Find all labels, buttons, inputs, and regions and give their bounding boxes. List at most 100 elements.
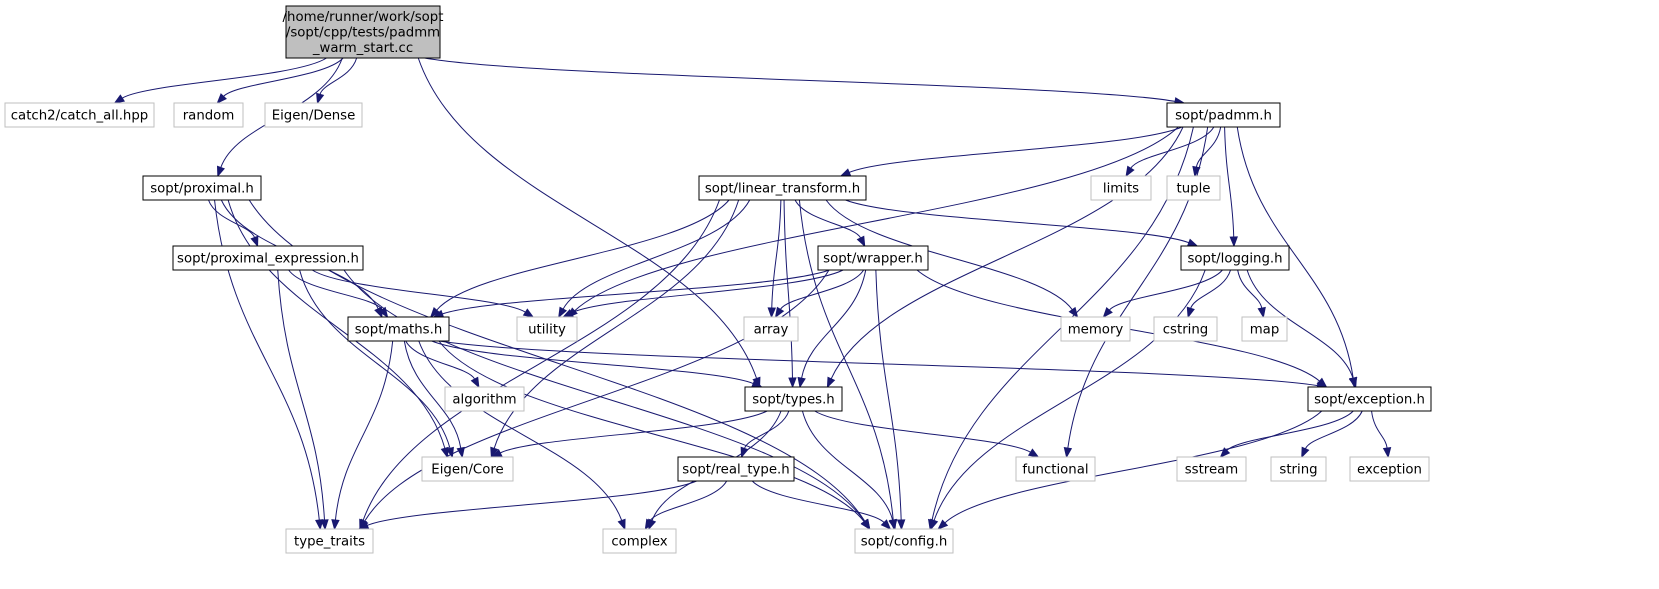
edge-exception-to-string <box>1301 410 1363 459</box>
arrowhead-icon <box>331 519 340 531</box>
node-label: sopt/types.h <box>752 393 834 408</box>
node-box <box>1349 456 1430 482</box>
edge-wrapper-to-utility <box>562 269 844 318</box>
node-box <box>602 528 677 554</box>
node-label: Eigen/Dense <box>272 109 356 124</box>
node-maths[interactable]: sopt/maths.h <box>347 316 450 342</box>
node-label: sopt/padmm.h <box>1175 109 1272 124</box>
edge-root-to-random <box>216 57 344 105</box>
node-label: cstring <box>1163 323 1208 338</box>
node-proximal-expression[interactable]: sopt/proximal_expression.h <box>172 245 364 271</box>
node-label: sopt/linear_transform.h <box>705 182 860 197</box>
edge-proximal-to-proximal_expression <box>208 199 259 248</box>
node-box <box>347 316 450 342</box>
edge-linear_transform-to-type_traits <box>359 199 720 531</box>
edge-linear_transform-to-logging <box>845 199 1199 247</box>
arrowhead-icon <box>1186 306 1195 319</box>
edge-line <box>830 126 1184 380</box>
node-label: /sopt/cpp/tests/padmm <box>286 26 440 41</box>
edge-exception-to-config <box>937 410 1323 530</box>
node-label: sopt/proximal_expression.h <box>177 252 359 267</box>
edge-line <box>649 480 728 522</box>
arrowhead-icon <box>470 376 480 389</box>
edge-line <box>364 269 830 522</box>
arrowhead-icon <box>1257 306 1266 319</box>
node-label: Eigen/Core <box>431 463 503 478</box>
node-sstream: sstream <box>1176 456 1247 482</box>
edge-line <box>311 269 526 313</box>
edge-line <box>334 340 394 521</box>
arrowhead-icon <box>839 168 852 177</box>
edge-line <box>431 340 754 384</box>
node-logging[interactable]: sopt/logging.h <box>1180 245 1290 271</box>
edge-line <box>1226 410 1354 451</box>
edge-line <box>227 199 446 449</box>
arrowhead-icon <box>113 94 125 104</box>
arrowhead-icon <box>896 519 906 531</box>
node-map: map <box>1241 316 1288 342</box>
node-box <box>1060 316 1131 342</box>
edge-line <box>418 340 623 521</box>
node-label: limits <box>1103 182 1139 197</box>
edge-line <box>798 199 894 521</box>
node-utility: utility <box>516 316 578 342</box>
arrowhead-icon <box>429 307 441 319</box>
edge-line <box>574 126 1179 312</box>
node-box <box>744 386 843 412</box>
arrowhead-icon <box>1063 446 1073 459</box>
node-box <box>1270 456 1327 482</box>
node-types[interactable]: sopt/types.h <box>744 386 843 412</box>
node-linear-transform[interactable]: sopt/linear_transform.h <box>698 175 867 201</box>
node-box <box>421 456 514 482</box>
node-box <box>1166 175 1221 201</box>
arrowhead-icon <box>315 519 324 531</box>
edge-maths-to-exception <box>438 340 1328 390</box>
edge-logging-to-cstring <box>1186 269 1232 319</box>
node-label: utility <box>528 323 566 338</box>
node-box <box>172 245 364 271</box>
edge-line <box>1246 269 1354 379</box>
node-label: complex <box>611 535 667 550</box>
edge-line <box>417 57 758 379</box>
node-proximal[interactable]: sopt/proximal.h <box>142 175 262 201</box>
node-eigen-dense: Eigen/Dense <box>264 102 363 128</box>
edge-padmm-to-logging <box>1224 126 1238 248</box>
arrowhead-icon <box>250 235 259 248</box>
edge-line <box>1236 126 1354 379</box>
edge-line <box>571 269 844 314</box>
arrowhead-icon <box>490 446 499 459</box>
node-exception[interactable]: sopt/exception.h <box>1307 386 1432 412</box>
edge-line <box>208 199 256 238</box>
edge-proximal_expression-to-utility <box>311 269 535 318</box>
node-label: tuple <box>1177 182 1211 197</box>
arrowhead-icon <box>930 518 939 531</box>
node-real-type[interactable]: sopt/real_type.h <box>677 456 795 482</box>
arrowhead-icon <box>937 519 949 530</box>
node-box <box>854 528 954 554</box>
arrowhead-icon <box>456 446 465 459</box>
edge-linear_transform-to-array <box>767 199 782 319</box>
node-box <box>743 316 799 342</box>
node-wrapper[interactable]: sopt/wrapper.h <box>817 245 929 271</box>
edge-logging-to-exception <box>1246 269 1357 389</box>
edge-line <box>122 57 327 99</box>
node-label: _warm_start.cc <box>312 41 413 56</box>
node-label: array <box>754 323 789 338</box>
node-label: sopt/real_type.h <box>682 463 789 478</box>
arrowhead-icon <box>767 307 777 319</box>
edge-wrapper-to-types <box>797 269 867 389</box>
edge-line <box>403 340 462 449</box>
node-exception-std: exception <box>1349 456 1430 482</box>
node-label: algorithm <box>452 393 516 408</box>
edge-line <box>424 57 1176 102</box>
edge-line <box>814 410 1031 453</box>
node-padmm[interactable]: sopt/padmm.h <box>1166 102 1281 128</box>
node-root[interactable]: /home/runner/work/sopt/sopt/cpp/tests/pa… <box>283 5 444 59</box>
edge-line <box>405 340 476 380</box>
edge-proximal_expression-to-maths <box>288 269 389 319</box>
edge-line <box>875 269 902 521</box>
node-box <box>1015 456 1096 482</box>
edge-line <box>849 126 1183 173</box>
node-label: sstream <box>1185 463 1239 478</box>
node-label: catch2/catch_all.hpp <box>11 109 148 124</box>
